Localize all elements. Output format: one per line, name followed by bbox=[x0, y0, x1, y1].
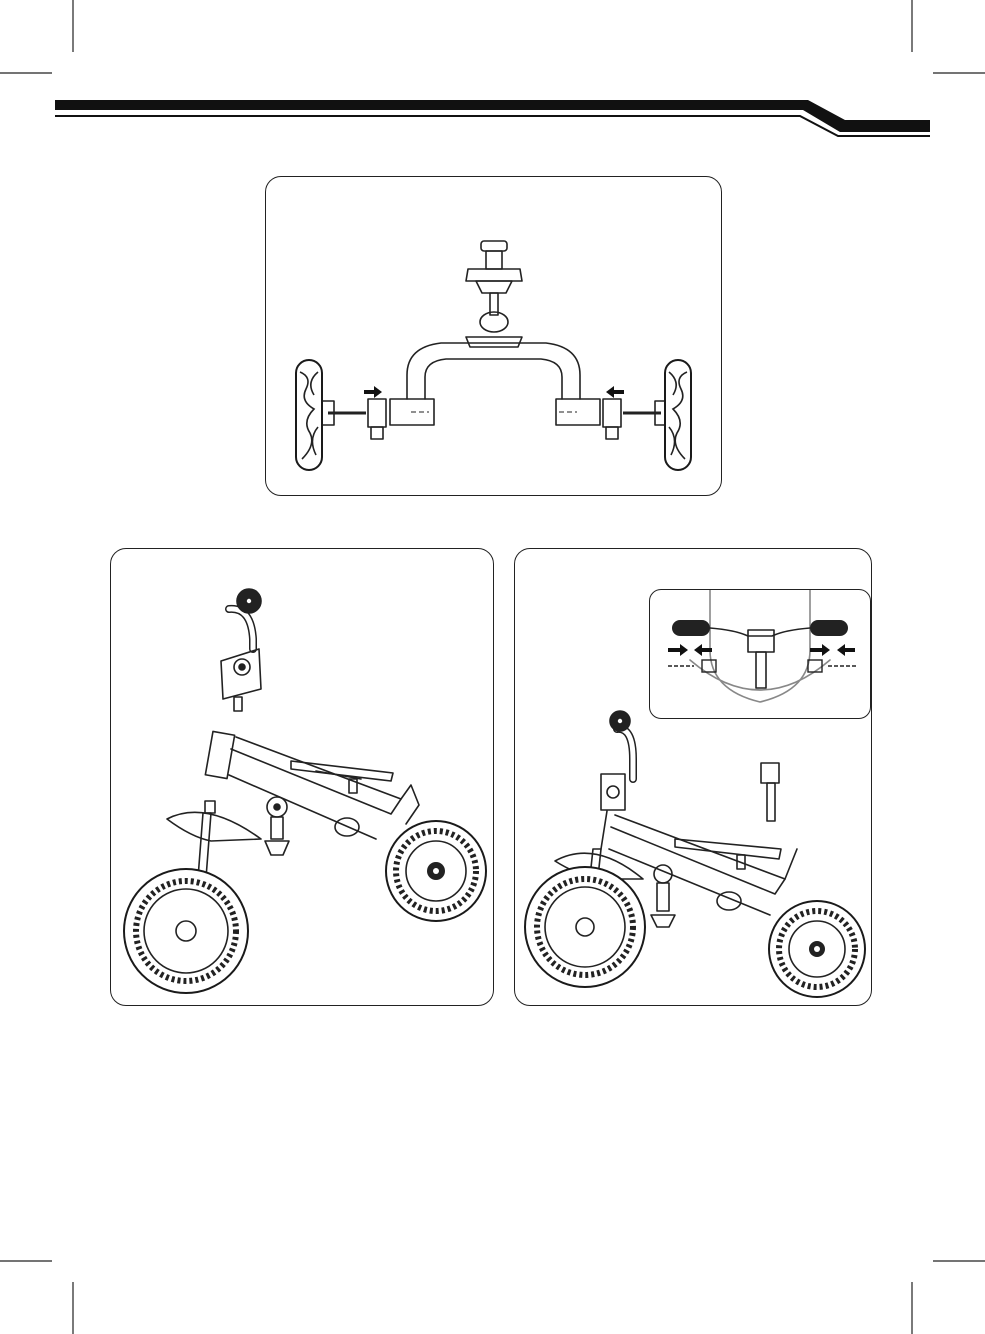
header-bar bbox=[0, 90, 985, 140]
exploded-bike-diagram bbox=[111, 549, 493, 1005]
rear-axle-diagram bbox=[266, 177, 721, 495]
steering-head-icon bbox=[466, 241, 522, 347]
panel-exploded-bike bbox=[110, 548, 494, 1006]
axle-pin-icon bbox=[322, 401, 667, 425]
pedal-icon bbox=[651, 865, 675, 927]
panel-rear-axle-assembly bbox=[265, 176, 722, 496]
right-wheel-icon bbox=[665, 360, 691, 470]
arrow-left-icon bbox=[606, 386, 624, 398]
handlebar-grip-icon bbox=[672, 620, 848, 688]
inset-background-icon bbox=[690, 590, 830, 702]
front-wheel-icon bbox=[124, 869, 248, 993]
handlebar-inset bbox=[649, 589, 871, 719]
rear-wheel-icon bbox=[769, 901, 865, 997]
handlebar-inset-diagram bbox=[650, 590, 870, 718]
rear-frame-icon bbox=[390, 343, 600, 425]
frame-icon bbox=[205, 731, 419, 839]
rear-wheel-icon bbox=[386, 821, 486, 921]
arrow-right-icon bbox=[668, 644, 830, 656]
left-wheel-icon bbox=[296, 360, 322, 470]
axle-bracket-icon bbox=[368, 399, 621, 439]
arrow-right-icon bbox=[364, 386, 382, 398]
seat-post-icon bbox=[761, 763, 779, 821]
handlebar-icon bbox=[601, 711, 633, 810]
panel-assembled-tricycle bbox=[514, 548, 872, 1006]
front-wheel-icon bbox=[525, 867, 645, 987]
pedal-icon bbox=[265, 797, 289, 855]
handlebar-icon bbox=[221, 589, 261, 711]
